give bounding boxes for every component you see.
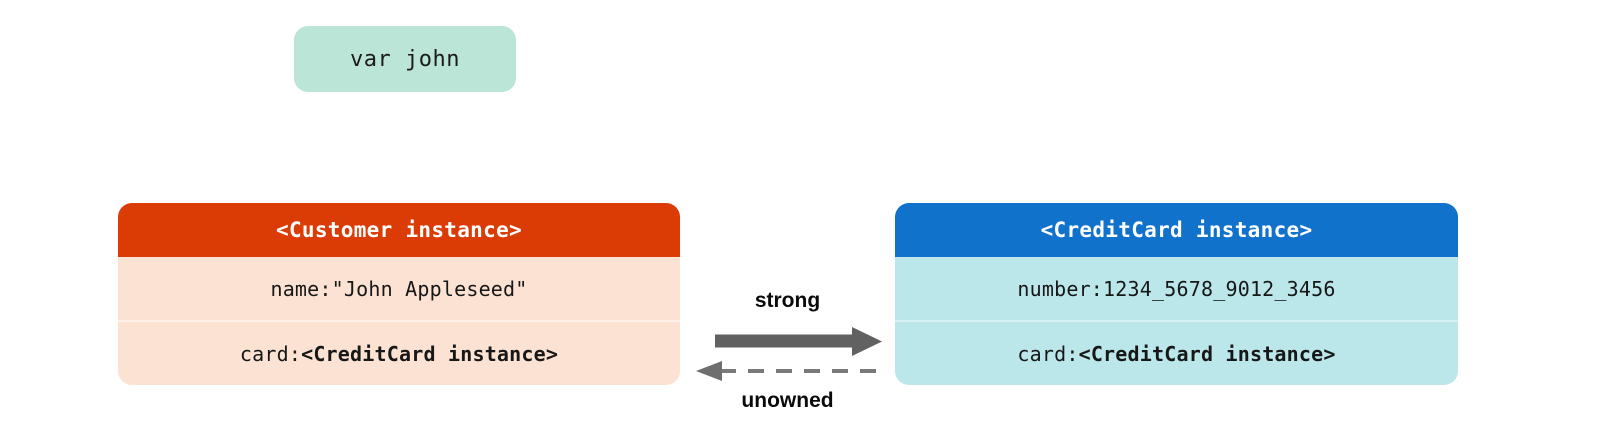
customer-row-card-key: card:: [239, 341, 302, 366]
customer-instance-body: name: "John Appleseed" card: <CreditCard…: [118, 257, 680, 385]
creditcard-row-card: card: <CreditCard instance>: [895, 320, 1458, 385]
variable-pill-john: var john: [294, 26, 516, 92]
customer-row-name-value: "John Appleseed": [331, 276, 528, 301]
edge-label-unowned: unowned: [741, 389, 834, 412]
variable-pill-label: var john: [350, 46, 460, 72]
creditcard-row-number-value: 1234_5678_9012_3456: [1103, 276, 1336, 301]
edge-label-strong: strong: [754, 289, 821, 312]
customer-row-card-value: <CreditCard instance>: [301, 341, 559, 366]
customer-instance-header: <Customer instance>: [118, 203, 680, 257]
creditcard-row-card-value: <CreditCard instance>: [1078, 341, 1336, 366]
creditcard-instance-box: <CreditCard instance> number: 1234_5678_…: [895, 203, 1458, 385]
customer-instance-box: <Customer instance> name: "John Applesee…: [118, 203, 680, 385]
creditcard-row-number-key: number:: [1017, 276, 1104, 301]
creditcard-instance-header: <CreditCard instance>: [895, 203, 1458, 257]
relationship-arrows: strong unowned: [680, 203, 895, 438]
arrow-unowned-icon: [696, 361, 880, 381]
customer-row-card: card: <CreditCard instance>: [118, 320, 680, 385]
customer-row-name-key: name:: [270, 276, 332, 301]
arrow-strong-icon: [715, 327, 882, 356]
customer-row-name: name: "John Appleseed": [118, 257, 680, 320]
creditcard-row-number: number: 1234_5678_9012_3456: [895, 257, 1458, 320]
creditcard-row-card-key: card:: [1017, 341, 1079, 366]
creditcard-instance-body: number: 1234_5678_9012_3456 card: <Credi…: [895, 257, 1458, 385]
